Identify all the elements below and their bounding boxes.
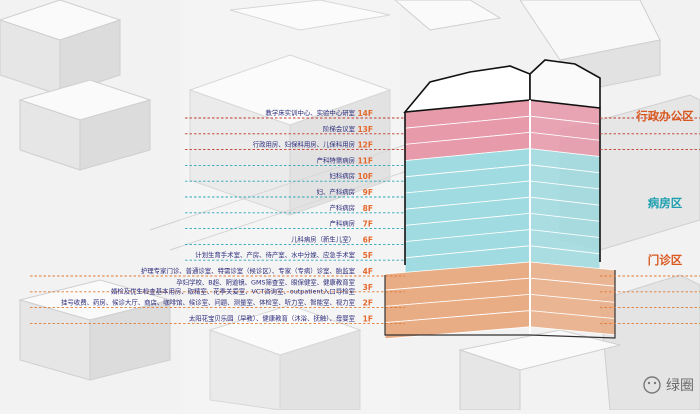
floor-number: 6F bbox=[363, 235, 373, 244]
floor-label-text: 太阳花宝贝乐园（早教）、健康教育（沐浴、抚触）、母婴室 bbox=[189, 313, 356, 322]
floor-label-text: 行政用房、妇保科用房、儿保科用房 bbox=[253, 140, 355, 149]
floor-number: 1F bbox=[363, 314, 373, 323]
floor-label-text: 挂号收费、药房、候诊大厅、商店、咖啡馆、候诊室、问题、测量室、体检室、听力室、智… bbox=[61, 298, 356, 307]
floor-label-text: 妇科病房 bbox=[329, 171, 355, 180]
zone-label-admin: 行政办公区 bbox=[635, 109, 694, 123]
label-panel bbox=[180, 0, 400, 410]
floor-number: 14F bbox=[357, 109, 373, 118]
wechat-icon bbox=[643, 376, 661, 394]
floor-number: 9F bbox=[363, 188, 373, 197]
floor-label-text: 护理专家门诊、普通诊室、特需诊室（候诊区）、专家（专病）诊室、胎监室 bbox=[141, 266, 356, 275]
floor-number: 13F bbox=[357, 125, 373, 134]
floor-label-text: 儿科病房（新生儿室） bbox=[291, 234, 355, 243]
watermark-text: 绿圈 bbox=[666, 378, 694, 394]
floor-label-text: 教学床实训中心、实验中心研室 bbox=[266, 108, 356, 117]
floor-label-text: 产科病房 bbox=[329, 203, 355, 212]
floor-number: 2F bbox=[363, 299, 373, 308]
floor-number: 11F bbox=[357, 156, 373, 165]
floor-row-8F: 产科病房 8F bbox=[185, 203, 405, 214]
floor-row-4F: 护理专家门诊、普通诊室、特需诊室（候诊区）、专家（专病）诊室、胎监室 4F bbox=[30, 266, 700, 277]
floor-label-text: 婚检及优生检查基本用房、取精室、花季关爱室、VCT咨询室、outpatient入… bbox=[111, 286, 356, 295]
floor-label-text: 产科特需病房 bbox=[317, 155, 355, 164]
floor-label-text: 孕妇学校、B超、阴道镜、GMS筛查室、眼保健室、健康教育室 bbox=[176, 277, 355, 286]
floor-number: 12F bbox=[357, 141, 373, 150]
floor-row-2F: 挂号收费、药房、候诊大厅、商店、咖啡馆、候诊室、问题、测量室、体检室、听力室、智… bbox=[30, 298, 700, 309]
floor-number: 5F bbox=[363, 251, 373, 260]
floor-number: 8F bbox=[363, 204, 373, 213]
building-model bbox=[384, 59, 616, 340]
floor-row-9F: 妇、产科病房 9F bbox=[185, 187, 405, 198]
floor-row-5F: 计划生育手术室、产房、待产室、水中分娩、应急手术室 5F bbox=[185, 250, 405, 261]
floor-label-text: 产科病房 bbox=[329, 219, 355, 228]
floor-label-text: 计划生育手术室、产房、待产室、水中分娩、应急手术室 bbox=[195, 250, 355, 259]
zone-label-ward: 病房区 bbox=[648, 196, 683, 210]
floor-row-6F: 儿科病房（新生儿室） 6F bbox=[185, 234, 405, 245]
floor-number: 10F bbox=[357, 172, 373, 181]
zone-label-clinic: 门诊区 bbox=[648, 253, 683, 267]
floor-number: 7F bbox=[363, 220, 373, 229]
floor-row-7F: 产科病房 7F bbox=[185, 219, 405, 230]
floor-label-text: 妇、产科病房 bbox=[317, 187, 355, 196]
watermark: 绿圈 bbox=[643, 376, 694, 394]
floor-number: 4F bbox=[363, 267, 373, 276]
floor-row-3F: 孕妇学校、B超、阴道镜、GMS筛查室、眼保健室、健康教育室婚检及优生检查基本用房… bbox=[30, 277, 700, 295]
floor-number: 3F bbox=[363, 283, 373, 292]
floor-label-text: 阶梯会议室 bbox=[323, 124, 356, 133]
floor-row-1F: 太阳花宝贝乐园（早教）、健康教育（沐浴、抚触）、母婴室 1F bbox=[30, 313, 700, 324]
